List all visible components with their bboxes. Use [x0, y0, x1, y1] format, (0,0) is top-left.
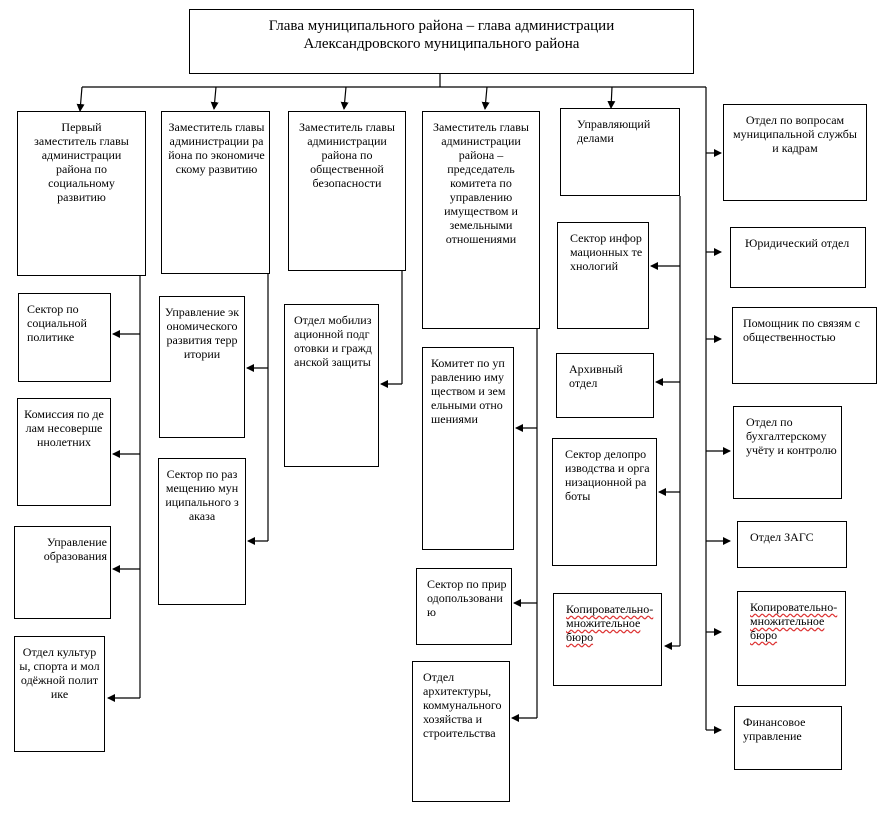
affairs-manager-box: Управляющий делами [560, 108, 680, 196]
territory-development-box: Управление экономического развития терри… [159, 296, 245, 438]
architecture-department-box: Отдел архитектуры, коммунального хозяйст… [412, 661, 510, 802]
mobilization-department-box: Отдел мобилизационной подготовки и гражд… [284, 304, 379, 467]
nature-use-sector-box: Сектор по природопользованию [416, 568, 512, 645]
deputy-property-box: Заместитель главы администрации района –… [422, 111, 540, 329]
it-sector-box: Сектор информационных технологий [557, 222, 649, 329]
archive-department-box: Архивный отдел [556, 353, 654, 418]
accounting-department-box: Отдел по бухгалтерскому учёту и контролю [733, 406, 842, 499]
culture-department-box: Отдел культуры, спорта и молодёжной поли… [14, 636, 105, 752]
head-copy-bureau-box: Копировательно-множительное бюро [737, 591, 846, 686]
pr-assistant-box: Помощник по связям с общественностью [732, 307, 877, 384]
finance-department-box: Финансовое управление [734, 706, 842, 770]
deputy-economic-box: Заместитель главы администрации района п… [161, 111, 270, 274]
legal-department-box: Юридический отдел [730, 227, 866, 288]
affairs-copy-bureau-box: Копировательно-множительное бюро [553, 593, 662, 686]
deputy-security-box: Заместитель главы администрации района п… [288, 111, 406, 271]
education-department-box: Управление образования [14, 526, 111, 619]
head-title-line1: Глава муниципального района – глава адми… [268, 18, 615, 34]
municipal-order-sector-box: Сектор по размещению муниципального зака… [158, 458, 246, 605]
zags-department-box: Отдел ЗАГС [737, 521, 847, 568]
social-policy-sector-box: Сектор по социальной политике [18, 293, 111, 382]
juvenile-commission-box: Комиссия по делам несовершеннолетних [17, 398, 111, 506]
records-sector-box: Сектор делопроизводства и организационно… [552, 438, 657, 566]
property-committee-box: Комитет по управлению имуществом и земел… [422, 347, 514, 550]
head-title-line2: Александровского муниципального района [303, 36, 580, 52]
hr-department-box: Отдел по вопросам муниципальной службы и… [723, 104, 867, 201]
head-of-district-box: Глава муниципального района – глава адми… [189, 9, 694, 74]
first-deputy-social-box: Первый заместитель главы администрации р… [17, 111, 146, 276]
